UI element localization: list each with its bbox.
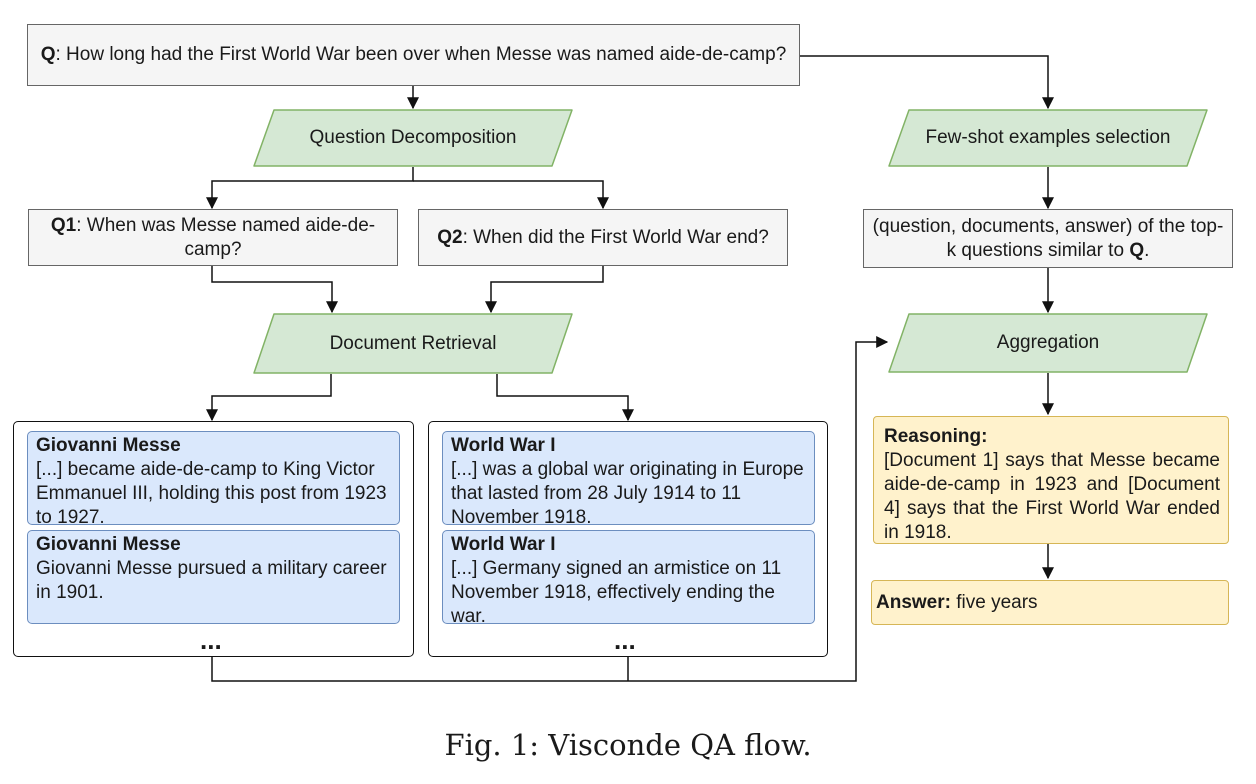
doc-card: World War I [...] was a global war origi… (442, 431, 815, 528)
reasoning-text: [Document 1] says that Messe became aide… (884, 450, 1220, 543)
doc-text: [...] was a global war originating in Eu… (451, 459, 804, 528)
question-prefix: Q (40, 44, 56, 65)
arrow-q1-to-retrieval (211, 266, 338, 314)
more-docs-ellipsis: ... (200, 625, 222, 655)
doc-card: World War I [...] Germany signed an armi… (442, 530, 815, 627)
doc-text: [...] Germany signed an armistice on 11 … (451, 558, 782, 627)
document-retrieval-label: Document Retrieval (329, 332, 497, 354)
doc-title: World War I (451, 534, 556, 555)
fewshot-result-q: Q (1129, 239, 1145, 261)
fewshot-selection-label: Few-shot examples selection (925, 127, 1171, 148)
doc-text: [...] became aide-de-camp to King Victor… (36, 459, 387, 528)
doc-title: Giovanni Messe (36, 435, 181, 456)
fewshot-selection-step: Few-shot examples selection (887, 109, 1209, 167)
answer-label: Answer: (876, 591, 951, 613)
answer-box: Answer: five years (871, 580, 1229, 625)
q2-text: : When did the First World War end? (462, 226, 769, 248)
fewshot-result-text: (question, documents, answer) of the top… (872, 215, 1224, 261)
aggregation-label: Aggregation (996, 332, 1100, 353)
more-docs-ellipsis: ... (614, 625, 636, 655)
arrow-decomposition-to-q2 (413, 180, 609, 210)
fewshot-result-box: (question, documents, answer) of the top… (863, 209, 1233, 268)
question-box: Q: How long had the First World War been… (27, 24, 800, 86)
document-retrieval-step: Document Retrieval (252, 313, 574, 374)
arrow-decomposition-to-q1 (206, 167, 414, 210)
question-text: : How long had the First World War been … (55, 44, 787, 65)
doc-text: Giovanni Messe pursued a military career… (36, 558, 387, 603)
question-decomposition-label: Question Decomposition (309, 127, 517, 148)
reasoning-box: Reasoning: [Document 1] says that Messe … (873, 416, 1229, 544)
q1-text: : When was Messe named aide-de-camp? (76, 214, 376, 260)
arrow-groups-to-aggregation (211, 336, 889, 682)
subquestion-q2-box: Q2: When did the First World War end? (418, 209, 788, 266)
q2-prefix: Q2 (437, 226, 463, 248)
aggregation-step: Aggregation (887, 313, 1209, 373)
arrow-retrieval-to-group1 (206, 374, 332, 422)
arrow-question-to-fewshot (800, 55, 1054, 110)
reasoning-label: Reasoning: (884, 426, 988, 447)
figure-caption: Fig. 1: Visconde QA flow. (444, 728, 812, 762)
doc-title: Giovanni Messe (36, 534, 181, 555)
doc-title: World War I (451, 435, 556, 456)
fewshot-result-suffix: . (1144, 239, 1150, 261)
arrow-retrieval-to-group2 (496, 374, 634, 422)
doc-card: Giovanni Messe [...] became aide-de-camp… (27, 431, 400, 528)
question-decomposition-step: Question Decomposition (252, 109, 574, 167)
answer-text: five years (950, 591, 1038, 613)
q1-prefix: Q1 (50, 214, 77, 236)
doc-card: Giovanni Messe Giovanni Messe pursued a … (27, 530, 400, 624)
arrow-q2-to-retrieval (485, 266, 604, 314)
subquestion-q1-box: Q1: When was Messe named aide-de-camp? (28, 209, 398, 266)
